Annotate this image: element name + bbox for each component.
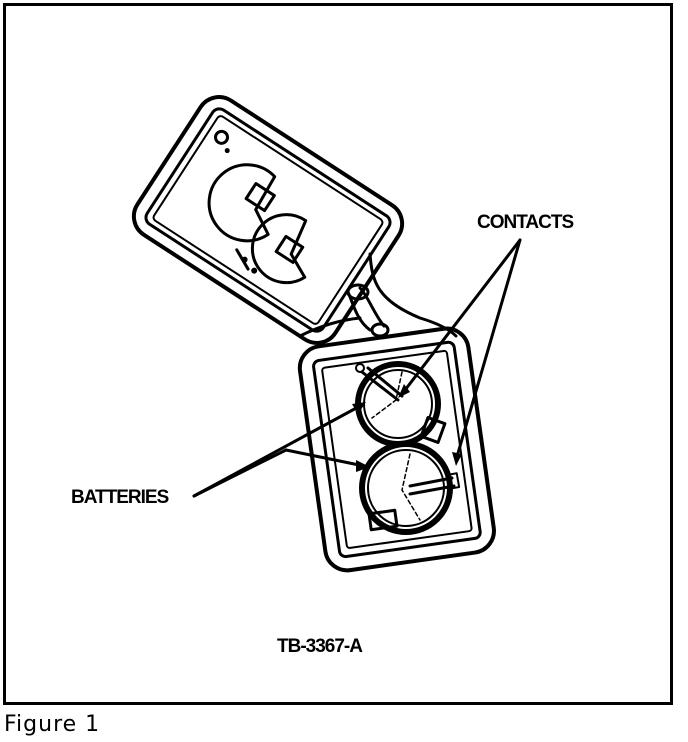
figure-caption: Figure 1 — [4, 712, 101, 737]
contacts-label: CONTACTS — [477, 212, 574, 233]
batteries-label: BATTERIES — [71, 487, 169, 508]
figure-frame — [3, 3, 673, 705]
battery-upper — [355, 361, 447, 447]
contacts-leader-lower — [454, 238, 522, 462]
batteries-leader-lower — [284, 448, 366, 468]
cavity-2 — [250, 213, 308, 285]
contacts-leader-upper — [400, 238, 522, 396]
contact-upper — [360, 370, 400, 402]
hinge-loop — [298, 252, 458, 338]
cavity-1 — [207, 163, 277, 243]
upper-case-half — [131, 95, 405, 345]
figure-code: TB-3367-A — [277, 636, 363, 657]
leader-lines — [192, 238, 522, 498]
contact-lower — [408, 476, 454, 488]
battery-lower — [359, 441, 461, 535]
